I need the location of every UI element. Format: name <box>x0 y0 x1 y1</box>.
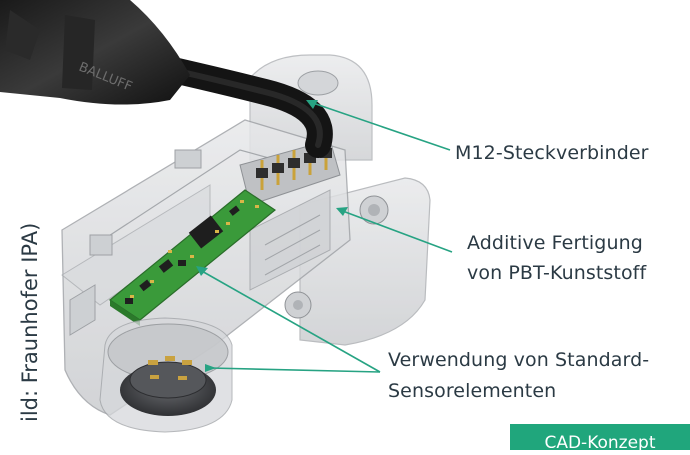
leader-line-connector <box>309 101 451 151</box>
arrowhead-connector <box>306 100 318 109</box>
cad-concept-tag: CAD-Konzept <box>510 424 690 450</box>
leader-line-additive <box>339 209 453 253</box>
arrowhead-additive <box>336 207 348 216</box>
label-additive-line1: Additive Fertigung <box>467 232 643 254</box>
label-additive-line2: von PBT-Kunststoff <box>467 262 647 284</box>
label-sensors-line1: Verwendung von Standard- <box>388 349 650 371</box>
arrowhead-sensors-2 <box>205 364 216 372</box>
leader-line-sensors-2 <box>209 367 381 373</box>
arrowhead-sensors-1 <box>196 266 208 276</box>
leader-arrowheads <box>196 100 348 372</box>
label-connector: M12-Steckverbinder <box>455 142 649 164</box>
m12-cable: BALLUFF <box>0 0 333 158</box>
sensor-pcb <box>108 189 277 326</box>
sensor-element <box>99 317 233 433</box>
image-credit: ild: Fraunhofer IPA) <box>18 222 42 422</box>
leader-lines <box>199 101 453 373</box>
label-sensors-line2: Sensorelementen <box>388 380 557 402</box>
leader-line-sensors-1 <box>199 269 381 373</box>
